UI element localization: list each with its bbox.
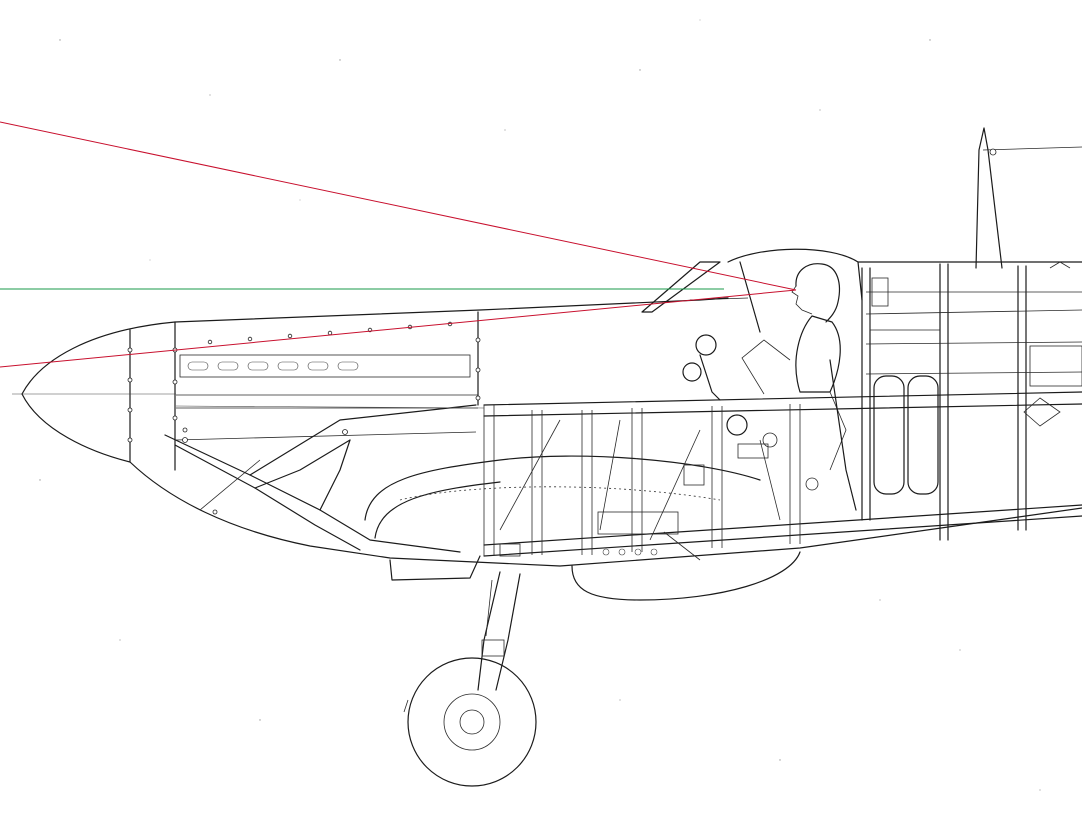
- fuselage-frame: [483, 391, 1082, 557]
- fuselage-outline: [21, 261, 1082, 567]
- rear-fuselage-bays: [861, 261, 1082, 541]
- pilot-figure: [741, 263, 847, 471]
- engine-cowling: [175, 354, 478, 441]
- engine-mount: [164, 404, 761, 553]
- radio-mast: [975, 127, 1082, 269]
- paper-texture: [39, 19, 1041, 791]
- cockpit-equipment: [499, 334, 857, 561]
- sight-line-upper: [0, 121, 797, 291]
- landing-gear: [403, 571, 537, 787]
- rivet-lines: [127, 321, 481, 515]
- datum-line: [12, 393, 485, 409]
- wing-root-fairing: [389, 551, 801, 601]
- sight-line-lower: [0, 289, 797, 368]
